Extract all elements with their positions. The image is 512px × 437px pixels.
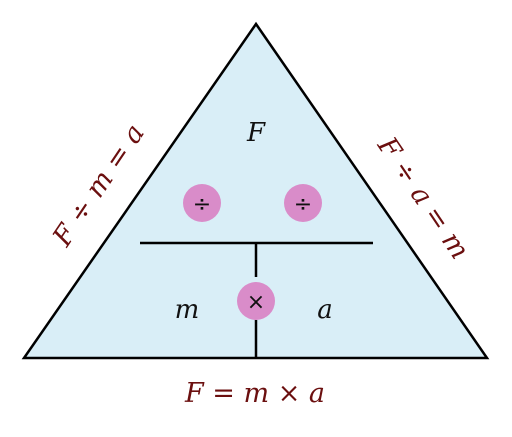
variable-bottom-left: m — [175, 295, 200, 325]
divide-operator-left: ÷ — [183, 184, 221, 222]
formula-bottom: F = m × a — [184, 378, 325, 409]
multiply-icon-circle — [237, 282, 275, 320]
divide-icon-right-circle — [284, 184, 322, 222]
divide-icon-left-circle — [183, 184, 221, 222]
multiply-operator: × — [237, 282, 275, 320]
variable-top: F — [246, 118, 266, 148]
divide-operator-right: ÷ — [284, 184, 322, 222]
divide-icon-left: ÷ — [193, 192, 211, 217]
divide-icon-right: ÷ — [294, 192, 312, 217]
multiply-icon: × — [247, 290, 265, 315]
variable-bottom-right: a — [317, 295, 333, 325]
